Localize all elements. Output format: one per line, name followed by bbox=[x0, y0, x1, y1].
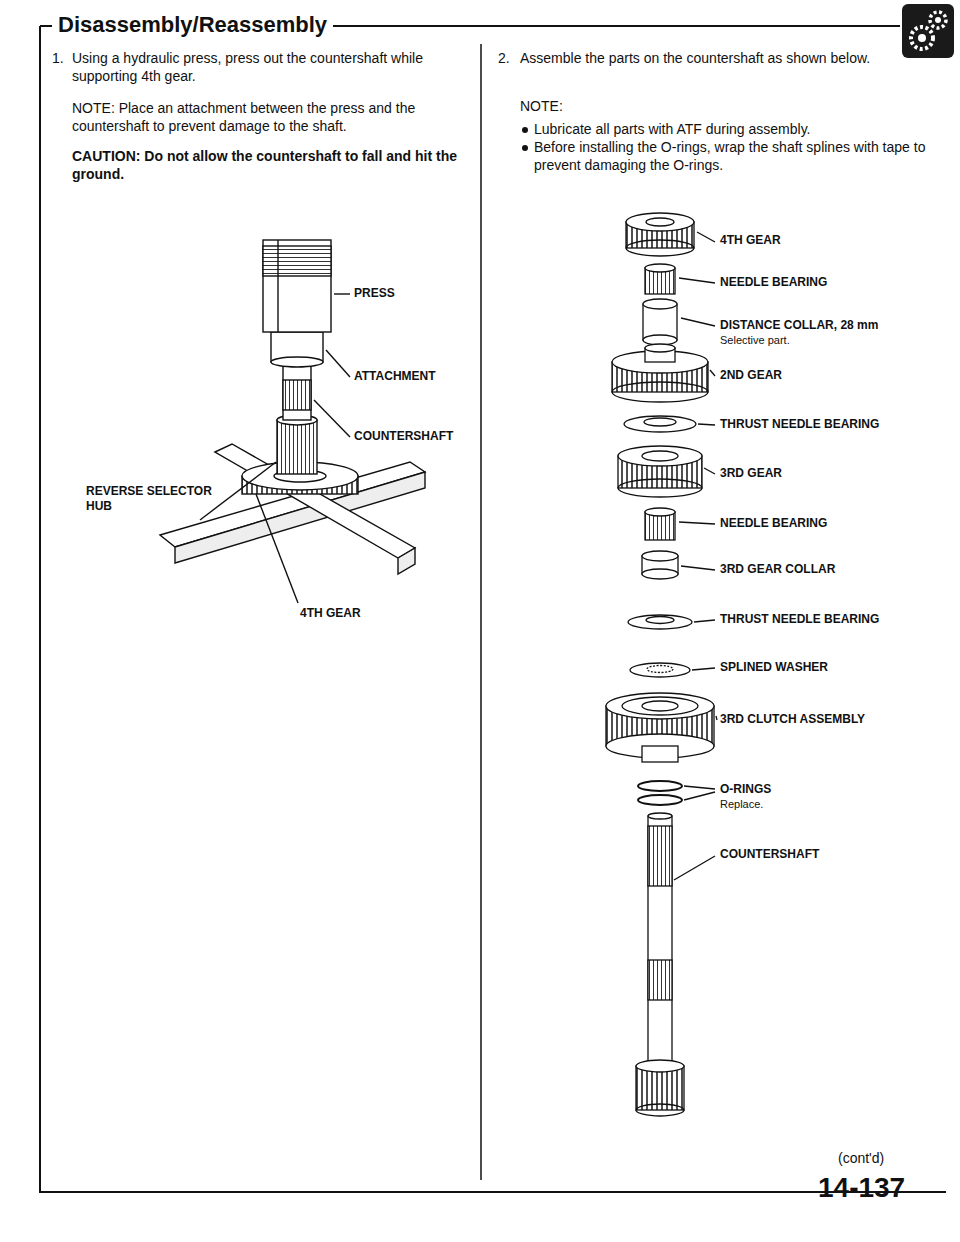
part-name: NEEDLE BEARING bbox=[720, 516, 827, 531]
instruction-text: Using a hydraulic press, press out the c… bbox=[72, 50, 467, 85]
part-name: COUNTERSHAFT bbox=[720, 847, 819, 862]
part-name: SPLINED WASHER bbox=[720, 660, 828, 675]
instruction-text: Assemble the parts on the countershaft a… bbox=[520, 50, 930, 68]
part-name: COUNTERSHAFT bbox=[354, 429, 453, 444]
part-name: 4TH GEAR bbox=[300, 606, 361, 621]
part-note: Replace. bbox=[720, 798, 763, 812]
step-number: 1. bbox=[52, 50, 64, 68]
bullet bbox=[522, 127, 528, 133]
part-name: ATTACHMENT bbox=[354, 369, 436, 384]
section-icon bbox=[902, 4, 954, 58]
part-name: PRESS bbox=[354, 286, 395, 301]
step-number: 2. bbox=[498, 50, 510, 68]
part-name: THRUST NEEDLE BEARING bbox=[720, 417, 879, 432]
note-heading: NOTE: bbox=[520, 98, 563, 116]
part-name: 3RD GEAR COLLAR bbox=[720, 562, 835, 577]
section-title: Disassembly/Reassembly bbox=[52, 12, 333, 38]
page-frame bbox=[40, 26, 946, 1192]
part-name: 4TH GEAR bbox=[720, 233, 781, 248]
bullet bbox=[522, 145, 528, 151]
note-text: NOTE: Place an attachment between the pr… bbox=[72, 100, 467, 135]
part-name: 3RD GEAR bbox=[720, 466, 782, 481]
part-name: THRUST NEEDLE BEARING bbox=[720, 612, 879, 627]
note-text: Lubricate all parts with ATF during asse… bbox=[534, 121, 939, 139]
part-name: DISTANCE COLLAR, 28 mm bbox=[720, 318, 878, 333]
part-name: REVERSE SELECTOR HUB bbox=[86, 484, 221, 514]
caution-text: CAUTION: Do not allow the countershaft t… bbox=[72, 148, 467, 183]
part-name: 3RD CLUTCH ASSEMBLY bbox=[720, 712, 865, 727]
part-name: 2ND GEAR bbox=[720, 368, 782, 383]
continued-note: (cont'd) bbox=[838, 1150, 884, 1168]
part-name: O-RINGS bbox=[720, 782, 771, 797]
note-text: Before installing the O-rings, wrap the … bbox=[534, 139, 934, 174]
page-number: 14-137 bbox=[818, 1170, 905, 1205]
press-illustration bbox=[160, 240, 425, 603]
exploded-view bbox=[606, 213, 717, 1116]
part-name: NEEDLE BEARING bbox=[720, 275, 827, 290]
part-note: Selective part. bbox=[720, 334, 790, 348]
